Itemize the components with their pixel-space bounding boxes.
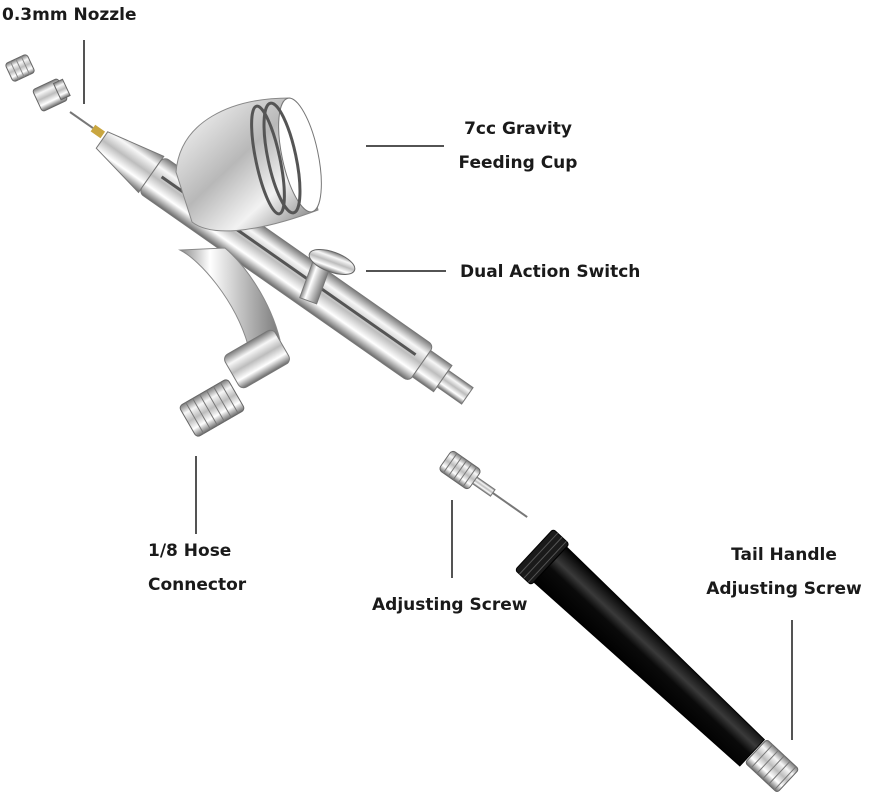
needle-tip [69, 111, 106, 139]
tail-handle-icon [515, 529, 766, 767]
hose-label: 1/8 Hose Connector [148, 534, 246, 602]
hose-label-line2: Connector [148, 575, 247, 595]
hose-label-line1: 1/8 Hose [148, 541, 232, 561]
switch-label: Dual Action Switch [460, 262, 641, 282]
nozzle-label: 0.3mm Nozzle [2, 5, 137, 25]
adjusting-screw-label: Adjusting Screw [372, 595, 528, 615]
cup-label: 7cc Gravity Feeding Cup [448, 112, 588, 180]
adjusting-screw-icon [439, 450, 528, 518]
tail-label-line2: Adjusting Screw [706, 579, 862, 599]
tail-label: Tail Handle Adjusting Screw [704, 538, 864, 606]
air-valve-handle [178, 247, 290, 389]
cup-label-line1: 7cc Gravity [464, 119, 572, 139]
tail-label-line1: Tail Handle [731, 545, 837, 565]
gravity-cup-icon [175, 97, 322, 232]
hose-connector-icon [179, 379, 245, 437]
tail-adjusting-screw-icon [745, 740, 799, 792]
cup-label-line2: Feeding Cup [458, 153, 578, 173]
dual-action-switch-icon [299, 249, 356, 305]
nozzle-nut-icon [32, 78, 71, 112]
nozzle-cap-icon [5, 54, 35, 82]
